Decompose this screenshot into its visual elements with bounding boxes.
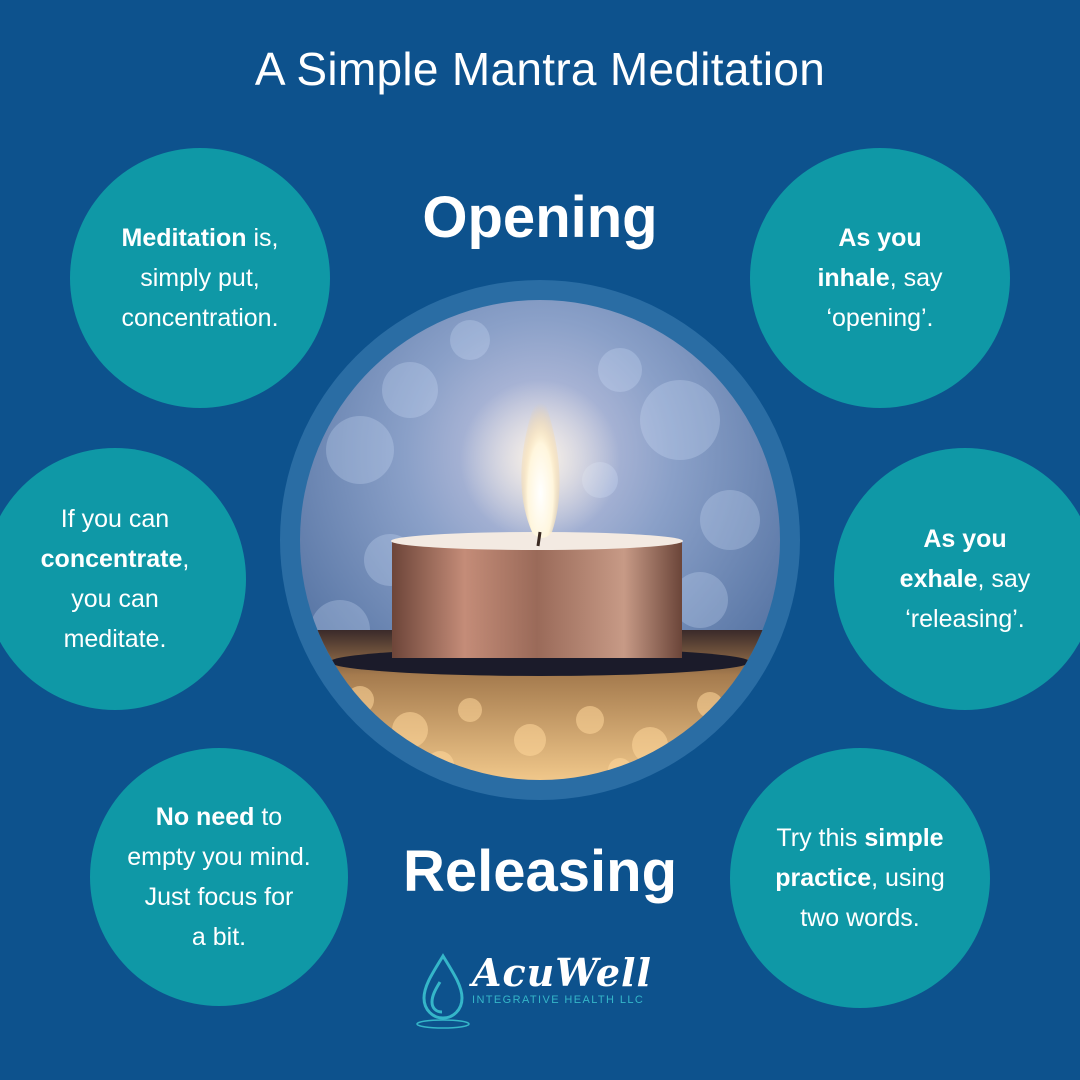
logo-name: AcuWell xyxy=(472,950,652,995)
tip-emphasis: As you xyxy=(923,525,1007,553)
tip-run: If you can xyxy=(60,505,170,533)
tip-emphasis: No need xyxy=(155,803,255,831)
tip-run: simply put, xyxy=(140,264,260,292)
tip-run: Try this xyxy=(776,824,865,852)
tip-bubble-concentrate: If you can concentrate, you can meditate. xyxy=(0,448,246,710)
tip-emphasis: simple xyxy=(864,824,944,852)
tip-bubble-inhale: As you inhale, say ‘opening’. xyxy=(750,148,1010,408)
tip-text: Try this simple practice, using two words. xyxy=(775,818,945,938)
tip-run: , xyxy=(182,545,190,573)
tip-text: As you inhale, say ‘opening’. xyxy=(817,218,942,338)
mantra-word-opening: Opening xyxy=(422,185,658,250)
tip-run: to xyxy=(254,803,283,831)
tip-bubble-practice: Try this simple practice, using two words. xyxy=(730,748,990,1008)
logo-subtitle: INTEGRATIVE HEALTH LLC xyxy=(472,994,645,1006)
tip-run: two words. xyxy=(800,904,920,932)
tip-run: is, xyxy=(246,224,279,252)
tip-text: If you can concentrate, you can meditate. xyxy=(41,499,190,659)
tip-emphasis: concentrate xyxy=(40,545,183,573)
mantra-word-releasing: Releasing xyxy=(403,839,677,904)
tip-bubble-exhale: As you exhale, say ‘releasing’. xyxy=(834,448,1080,710)
tip-bubble-meditation: Meditation is, simply put, concentration. xyxy=(70,148,330,408)
tip-run: concentration. xyxy=(121,304,279,332)
tip-emphasis: inhale xyxy=(817,264,890,292)
tip-bubble-no-need: No need to empty you mind. Just focus for a… xyxy=(90,748,348,1006)
tip-run: Just focus for xyxy=(144,883,294,911)
tip-emphasis: exhale xyxy=(899,565,978,593)
tip-text: As you exhale, say ‘releasing’. xyxy=(900,519,1031,639)
tip-run: , using xyxy=(871,864,945,892)
tip-emphasis: practice xyxy=(775,864,872,892)
tip-run: ‘opening’. xyxy=(826,304,934,332)
brand-logo: AcuWell INTEGRATIVE HEALTH LLC xyxy=(396,948,686,1038)
tip-run: , say xyxy=(889,264,943,292)
tip-emphasis: As you xyxy=(838,224,922,252)
candle-image xyxy=(300,300,780,780)
page-title: A Simple Mantra Meditation xyxy=(254,43,826,95)
tip-run: empty you mind. xyxy=(127,843,311,871)
tip-run: you can xyxy=(71,585,159,613)
water-drop-icon xyxy=(416,953,470,1029)
tip-text: Meditation is, simply put, concentration. xyxy=(121,218,278,338)
tip-run: ‘releasing’. xyxy=(905,605,1025,633)
tip-text: No need to empty you mind. Just focus for a… xyxy=(127,797,310,957)
tip-run: , say xyxy=(977,565,1031,593)
tip-run: a bit. xyxy=(191,923,247,951)
candle-photo xyxy=(300,300,780,780)
tip-emphasis: Meditation xyxy=(121,224,247,252)
tip-run: meditate. xyxy=(63,625,167,653)
